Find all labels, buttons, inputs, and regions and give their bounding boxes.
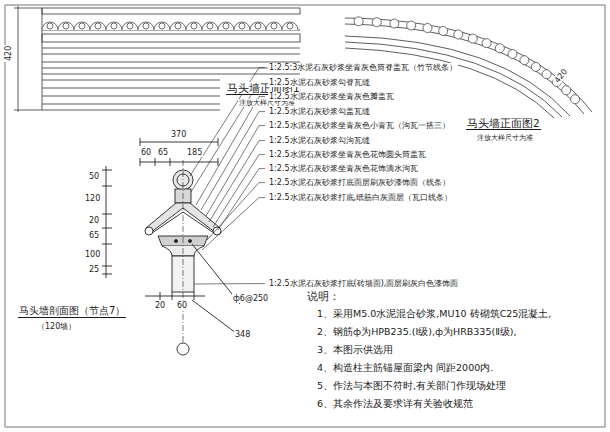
material-callout: 1:2.5水泥石灰砂浆坐青灰色瓣盖瓦 [268, 92, 395, 101]
tile-end [482, 39, 491, 48]
material-callout: 1:2.5水泥石灰砂浆坐青灰色小青瓦（沟瓦一搭三） [268, 121, 451, 130]
leader-line [209, 141, 265, 222]
tile-end [234, 22, 250, 30]
tile-end [571, 95, 580, 104]
leader-line [194, 283, 265, 284]
note-text: 3、本图示供选用 [316, 345, 394, 356]
tile-ornament [207, 23, 213, 29]
tile-end [495, 44, 504, 53]
tile-end [508, 50, 517, 59]
dimension: 25 [88, 265, 100, 274]
dimension: 50 [88, 172, 100, 181]
dimension: ф6@250 [232, 294, 269, 303]
tile-end [122, 22, 138, 30]
tile-ornament [175, 23, 181, 29]
note-text: 2、钢筋ф为HPB235.(Ⅰ级),ф为HRB335(Ⅱ级), [316, 327, 518, 338]
tile-end [531, 62, 540, 71]
dimension: 420 [4, 45, 13, 62]
tile-end [372, 18, 381, 27]
dimension: 185 [186, 148, 203, 157]
dimension: 348 [234, 330, 251, 339]
material-callout: 1:2.5水泥石灰砂浆勾脊瓦缝 [268, 78, 371, 87]
tile-ornament [63, 23, 69, 29]
tile-ornament [143, 23, 149, 29]
tile-end [218, 22, 234, 30]
tile-end [250, 22, 266, 30]
view-note: 注放大样尺寸为准 [476, 134, 534, 142]
leader-line [207, 183, 265, 240]
tile-end [407, 21, 416, 30]
tile-end [423, 24, 432, 33]
leader-line [202, 198, 265, 250]
tile-ornament [287, 23, 293, 29]
leader-line [196, 97, 265, 205]
note-text: 5、作法与本图不符时,有关部门作现场处理 [316, 381, 507, 392]
tile-end [454, 30, 463, 39]
leader-line [218, 169, 265, 230]
note-text: 4、构造柱主筋锚屋面梁内 间距2000内. [316, 363, 494, 374]
tile-ornament [127, 23, 133, 29]
material-callout: 1:2.5水泥石灰砂浆打底(砖墙面),面层刷灰白色漆饰面 [268, 279, 459, 288]
tile-end [354, 17, 363, 26]
material-callout: 1:2.5水泥石灰砂浆坐青灰色花饰圆头筒盖瓦 [268, 150, 427, 159]
tile-end [282, 22, 298, 30]
tile-ornament [223, 23, 229, 29]
material-callout: 1:2.5水泥石灰砂浆打底,纸筋白灰面层（瓦口线条） [268, 193, 453, 202]
tile-ornament [79, 23, 85, 29]
material-callout: 1:2.5水泥石灰砂浆坐青灰色花饰滴水沟瓦 [268, 164, 419, 173]
tile-end [266, 22, 282, 30]
tile-ornament [239, 23, 245, 29]
note-text: 说明： [306, 291, 341, 304]
tile-ornament [95, 23, 101, 29]
leader-line [206, 126, 265, 216]
tile-end [520, 56, 529, 65]
tile-end [154, 22, 170, 30]
dimension: 65 [88, 231, 100, 240]
tile-end [42, 22, 58, 30]
dimension: 120 [84, 194, 101, 203]
dimension: 60 [140, 148, 152, 157]
tile-end [562, 86, 571, 95]
dimension: 420 [552, 66, 570, 85]
dimension: 65 [157, 148, 169, 157]
tile-end [90, 22, 106, 30]
tile-ornament [271, 23, 277, 29]
tile-end [138, 22, 154, 30]
tile-end [468, 34, 477, 43]
dimension: 370 [170, 130, 187, 139]
tile-ornament [191, 23, 197, 29]
material-callout: 1:2.5水泥石灰砂浆打底面层刷灰砂漆饰面（线条） [268, 178, 451, 187]
view-title: （120墙） [36, 322, 77, 331]
view-title: 马头墙剖面图（节点7） [18, 305, 126, 318]
dimension: 100 [84, 250, 101, 259]
note-text: 1、采用M5.0水泥混合砂浆,MU10 砖砌筑C25混凝土, [316, 309, 552, 320]
dimension: 60 [176, 301, 188, 310]
tile-end [390, 19, 399, 28]
material-callout: 1:2.5:3水泥石灰砂浆坐青灰色筒脊盖瓦（竹节线条） [268, 63, 458, 72]
tile-end [186, 22, 202, 30]
tile-ornament [111, 23, 117, 29]
tile-end [439, 27, 448, 36]
view-title: 马头墙正面图2 [466, 117, 541, 130]
tile-ornament [159, 23, 165, 29]
tile-end [542, 70, 551, 79]
tile-end [202, 22, 218, 30]
tile-end [74, 22, 90, 30]
dimension: 20 [154, 301, 166, 310]
tile-ornament [47, 23, 53, 29]
material-callout: 1:2.5水泥石灰砂浆勾沟瓦缝 [268, 136, 371, 145]
dimension: 20 [88, 216, 100, 225]
tile-end [58, 22, 74, 30]
material-callout: 1:2.5水泥石灰砂浆勾盖瓦缝 [268, 107, 371, 116]
tile-end [106, 22, 122, 30]
note-text: 6、其余作法及要求详有关验收规范 [316, 399, 474, 410]
tile-ornament [255, 23, 261, 29]
tile-end [170, 22, 186, 30]
